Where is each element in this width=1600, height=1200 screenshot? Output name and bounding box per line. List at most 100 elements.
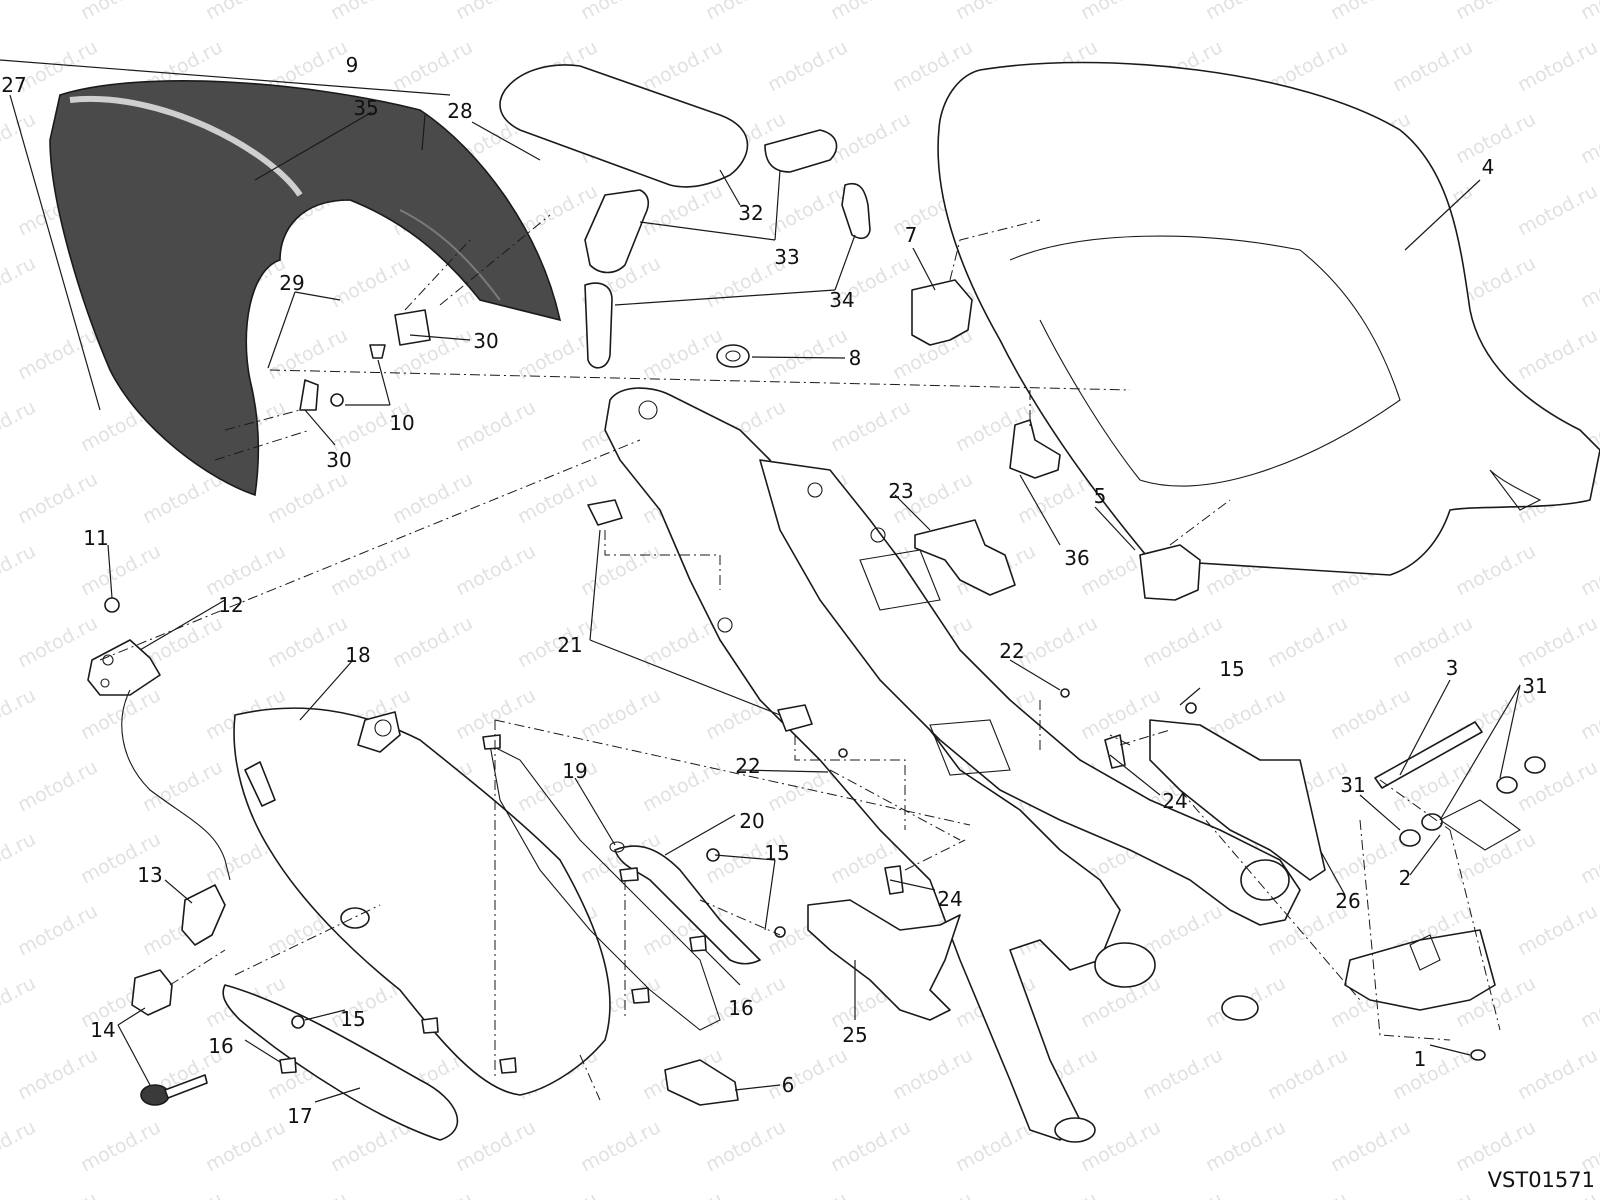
callout-label: 30 <box>326 448 351 472</box>
callout-label: 4 <box>1482 155 1495 179</box>
bracket-23-part <box>914 519 1016 596</box>
callout-label: 15 <box>764 841 789 865</box>
callout-label: 14 <box>90 1018 115 1042</box>
watermark-text: motod.ru <box>889 1188 976 1200</box>
seat-bracket-parts <box>911 279 1201 601</box>
callout-label: 24 <box>937 887 962 911</box>
bracket-26-part <box>1149 719 1326 881</box>
watermark-text: motod.ru <box>1327 0 1414 24</box>
rear-seat-pad-part <box>499 64 749 188</box>
cable-bracket-part <box>181 884 226 946</box>
watermark-text: motod.ru <box>389 36 476 96</box>
watermark-text: motod.ru <box>1514 900 1600 960</box>
watermark-text: motod.ru <box>0 828 39 888</box>
watermark-text: motod.ru <box>702 1116 789 1176</box>
small-cover-part <box>664 1059 739 1106</box>
watermark-text: motod.ru <box>1452 540 1539 600</box>
callout-label: 28 <box>447 99 472 123</box>
rider-seat-part <box>937 61 1600 576</box>
watermark-text: motod.ru <box>764 1044 851 1104</box>
watermark-text: motod.ru <box>389 468 476 528</box>
watermark-text: motod.ru <box>1202 1116 1289 1176</box>
watermark-text: motod.ru <box>202 0 289 24</box>
tail-light-part <box>1344 929 1496 1061</box>
watermark-text: motod.ru <box>1139 1044 1226 1104</box>
watermark-text: motod.ru <box>889 1044 976 1104</box>
callout-label: 26 <box>1335 889 1360 913</box>
callout-label: 8 <box>849 346 862 370</box>
watermark-text: motod.ru <box>639 36 726 96</box>
watermark-text: motod.ru <box>452 1116 539 1176</box>
watermark-text: motod.ru <box>577 540 664 600</box>
watermark-text: motod.ru <box>639 1188 726 1200</box>
fastener-parts <box>279 309 1197 1074</box>
lower-trim-part <box>222 984 459 1141</box>
watermark-text: motod.ru <box>139 756 226 816</box>
callout-label: 20 <box>739 809 764 833</box>
watermark-text: motod.ru <box>452 540 539 600</box>
watermark-text: motod.ru <box>577 1116 664 1176</box>
watermark-text: motod.ru <box>1327 684 1414 744</box>
callout-label: 6 <box>782 1073 795 1097</box>
callout-label: 10 <box>389 411 414 435</box>
watermark-text: motod.ru <box>14 612 101 672</box>
watermark-text: motod.ru <box>1014 1188 1101 1200</box>
watermark-text: motod.ru <box>1577 540 1600 600</box>
watermark-text: motod.ru <box>14 1188 101 1200</box>
watermark-text: motod.ru <box>1014 612 1101 672</box>
callout-label: 24 <box>1162 789 1187 813</box>
watermark-text: motod.ru <box>1514 36 1600 96</box>
watermark-text: motod.ru <box>764 1188 851 1200</box>
callout-label: 21 <box>557 633 582 657</box>
callout-label: 13 <box>137 863 162 887</box>
bracket-25-part <box>807 899 961 1021</box>
callout-label: 12 <box>218 593 243 617</box>
watermark-text: motod.ru <box>0 972 39 1032</box>
watermark-text: motod.ru <box>1327 1116 1414 1176</box>
callout-label: 22 <box>735 754 760 778</box>
watermark-text: motod.ru <box>577 684 664 744</box>
watermark-text: motod.ru <box>514 468 601 528</box>
watermark-text: motod.ru <box>327 252 414 312</box>
callout-label: 23 <box>888 479 913 503</box>
watermark-text: motod.ru <box>14 1044 101 1104</box>
callout-label: 9 <box>346 53 359 77</box>
watermark-text: motod.ru <box>1514 324 1600 384</box>
watermark-text: motod.ru <box>389 1188 476 1200</box>
watermark-text: motod.ru <box>1389 36 1476 96</box>
watermark-text: motod.ru <box>1139 900 1226 960</box>
callout-label: 17 <box>287 1104 312 1128</box>
watermark-text: motod.ru <box>1577 972 1600 1032</box>
watermark-text: motod.ru <box>1577 108 1600 168</box>
leader-lines <box>0 59 1521 1103</box>
watermark-text: motod.ru <box>639 756 726 816</box>
watermark-text: motod.ru <box>827 1116 914 1176</box>
callout-label: 36 <box>1064 546 1089 570</box>
seat-hook-part <box>1009 419 1061 479</box>
callout-label: 27 <box>1 73 26 97</box>
watermark-text: motod.ru <box>1077 0 1164 24</box>
callout-label: 35 <box>353 96 378 120</box>
callout-label: 22 <box>999 639 1024 663</box>
watermark-text: motod.ru <box>0 540 39 600</box>
left-side-panel-part <box>233 707 611 1096</box>
watermark-text: motod.ru <box>139 468 226 528</box>
watermark-text: motod.ru <box>702 0 789 24</box>
watermark-text: motod.ru <box>1577 0 1600 24</box>
callout-label: 30 <box>473 329 498 353</box>
callout-label: 31 <box>1340 773 1365 797</box>
watermark-text: motod.ru <box>764 324 851 384</box>
watermark-text: motod.ru <box>952 0 1039 24</box>
panel-strip-19-part <box>489 744 721 1031</box>
assembly-lines <box>99 214 1501 1101</box>
callout-label: 19 <box>562 759 587 783</box>
watermark-text: motod.ru <box>514 756 601 816</box>
watermark-text: motod.ru <box>0 252 39 312</box>
drawing-code: VST01571 <box>1488 1168 1595 1192</box>
rear-subframe-part <box>604 387 1301 1143</box>
watermark-text: motod.ru <box>827 108 914 168</box>
callout-label: 1 <box>1414 1047 1427 1071</box>
watermark-text: motod.ru <box>514 1188 601 1200</box>
watermark-text: motod.ru <box>14 756 101 816</box>
